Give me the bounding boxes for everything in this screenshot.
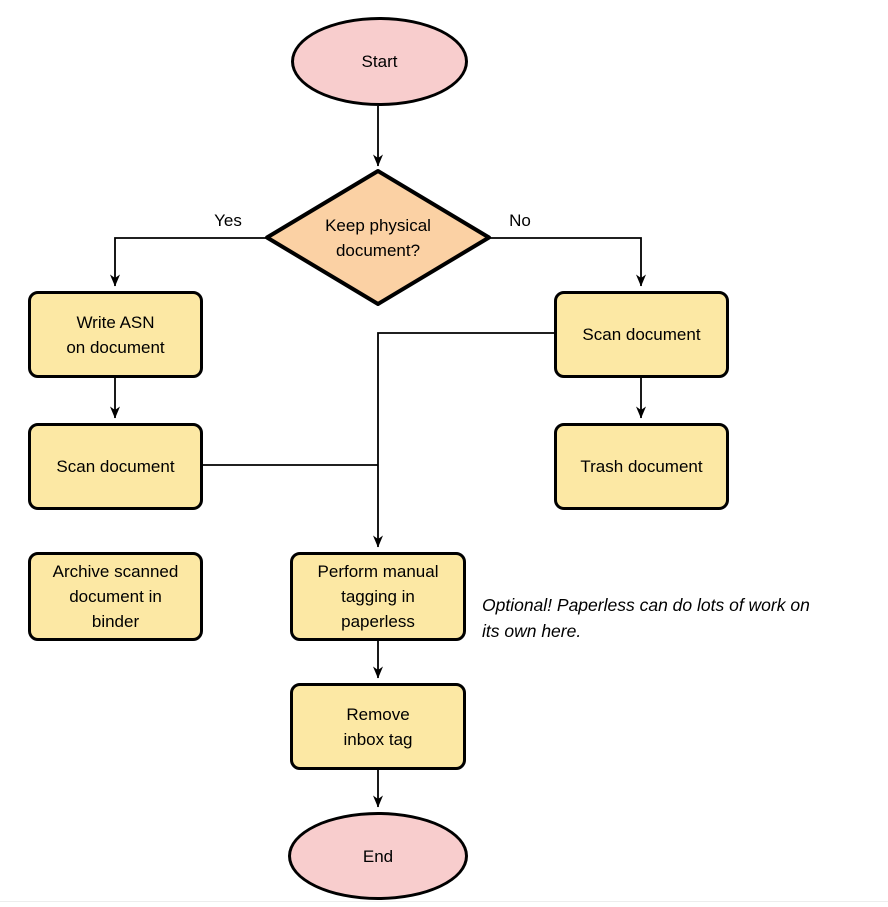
edge-label-no: No (509, 211, 531, 230)
write-asn-node: Write ASN on document (28, 291, 203, 378)
scan-document-right-node: Scan document (554, 291, 729, 378)
optional-note: Optional! Paperless can do lots of work … (482, 595, 810, 641)
write-asn-node-label: Write ASN on document (66, 312, 165, 357)
scan-document-left-node-label: Scan document (56, 457, 175, 476)
edge-decision-yes-to-write-asn (110, 237, 266, 287)
archive-document-node: Archive scanned document in binder (28, 552, 203, 641)
manual-tagging-node-label: Perform manual tagging in paperless (317, 562, 439, 631)
start-node: Start (291, 17, 468, 106)
edge-label-yes: Yes (214, 211, 242, 230)
start-node-label: Start (361, 52, 398, 71)
scan-document-left-node: Scan document (28, 423, 203, 510)
edge-scan-right-to-tagging (373, 332, 554, 548)
remove-inbox-tag-node: Remove inbox tag (290, 683, 466, 770)
manual-tagging-node: Perform manual tagging in paperless (290, 552, 466, 641)
remove-inbox-tag-node-label: Remove inbox tag (343, 704, 413, 749)
bottom-divider (0, 901, 888, 902)
decision-diamond-shape (265, 169, 491, 306)
trash-document-node-label: Trash document (580, 457, 703, 476)
decision-keep-physical-document-label: Keep physical document? (325, 215, 431, 260)
trash-document-node: Trash document (554, 423, 729, 510)
archive-document-node-label: Archive scanned document in binder (52, 562, 179, 631)
scan-document-right-node-label: Scan document (582, 325, 701, 344)
end-node: End (288, 812, 468, 900)
end-node-label: End (362, 846, 394, 866)
edge-decision-no-to-scan-right (490, 237, 646, 287)
